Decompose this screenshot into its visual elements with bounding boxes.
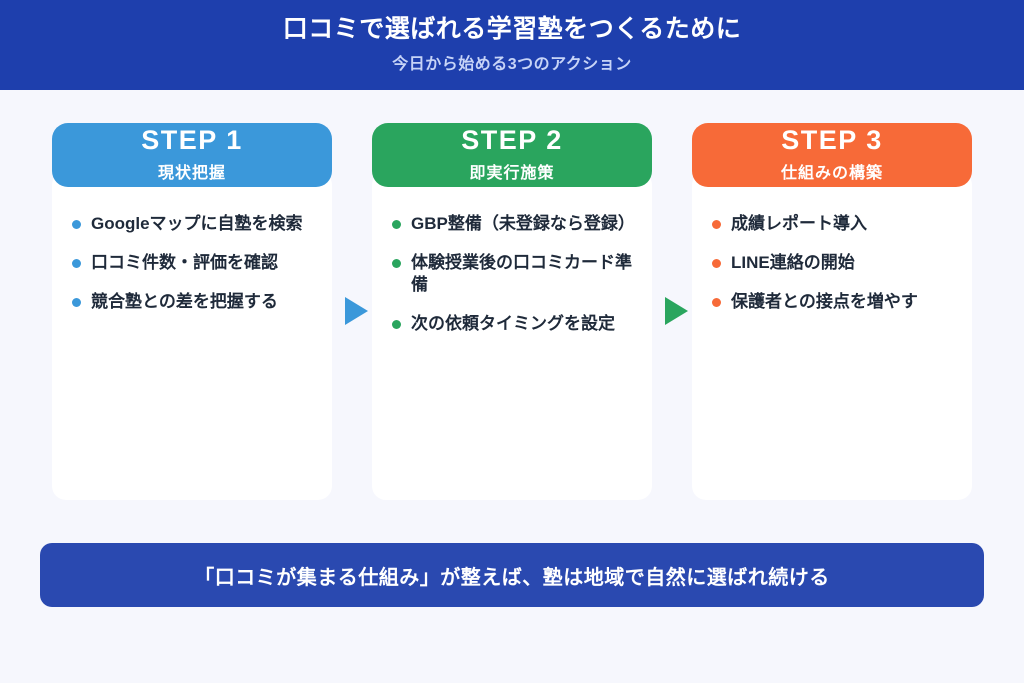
bullet-dot xyxy=(712,259,721,269)
list-item: LINE連絡の開始 xyxy=(712,252,958,274)
list-item: Googleマップに自塾を検索 xyxy=(72,213,318,235)
bullet-dot xyxy=(72,259,81,269)
step-column-1: STEP 1 現状把握 Googleマップに自塾を検索 口コミ件数・評価を確認 xyxy=(52,123,332,500)
step3-bullet-list: 成績レポート導入 LINE連絡の開始 保護者との接点を増やす xyxy=(712,213,958,330)
bullet-text: 体験授業後の口コミカード準備 xyxy=(411,253,632,295)
header-band: 口コミで選ばれる学習塾をつくるために 今日から始める3つのアクション xyxy=(0,0,1024,90)
bullet-dot xyxy=(392,320,401,330)
bullet-text: 成績レポート導入 xyxy=(731,214,867,233)
footer-text: 「口コミが集まる仕組み」が整えば、塾は地域で自然に選ばれ続ける xyxy=(194,566,830,589)
bullet-dot xyxy=(72,220,81,229)
page-subtitle: 今日から始める3つのアクション xyxy=(392,56,632,74)
step1-sublabel: 現状把握 xyxy=(157,165,226,182)
step1-header: STEP 1 現状把握 xyxy=(52,123,332,187)
step-column-2: STEP 2 即実行施策 GBP整備（未登録なら登録） 体験授業後の口コミカード… xyxy=(372,123,652,500)
bullet-text: 競合塾との差を把握する xyxy=(91,292,278,312)
list-item: 口コミ件数・評価を確認 xyxy=(72,252,318,274)
step3-card: 成績レポート導入 LINE連絡の開始 保護者との接点を増やす xyxy=(692,171,972,500)
bullet-dot xyxy=(392,259,401,269)
bullet-text: LINE連絡の開始 xyxy=(731,253,855,273)
bullet-dot xyxy=(712,220,721,229)
bullet-text: Googleマップに自塾を検索 xyxy=(91,214,303,233)
step2-card: GBP整備（未登録なら登録） 体験授業後の口コミカード準備 次の依頼タイミングを… xyxy=(372,171,652,500)
arrow-right-icon xyxy=(665,297,688,325)
list-item: 保護者との接点を増やす xyxy=(712,291,958,313)
step2-sublabel: 即実行施策 xyxy=(469,165,555,182)
arrow-right-icon xyxy=(345,297,368,325)
list-item: 成績レポート導入 xyxy=(712,213,958,235)
bullet-dot xyxy=(72,298,81,308)
footer-banner: 「口コミが集まる仕組み」が整えば、塾は地域で自然に選ばれ続ける xyxy=(40,543,984,607)
step3-label: STEP 3 xyxy=(781,125,883,155)
list-item: GBP整備（未登録なら登録） xyxy=(392,213,638,235)
list-item: 体験授業後の口コミカード準備 xyxy=(392,252,638,296)
step2-label: STEP 2 xyxy=(461,125,563,155)
list-item: 次の依頼タイミングを設定 xyxy=(392,313,638,335)
bullet-dot xyxy=(712,298,721,308)
step3-sublabel: 仕組みの構築 xyxy=(780,165,883,182)
bullet-text: 次の依頼タイミングを設定 xyxy=(411,314,615,334)
page-title: 口コミで選ばれる学習塾をつくるために xyxy=(282,14,742,43)
step3-header: STEP 3 仕組みの構築 xyxy=(692,123,972,187)
step1-bullet-list: Googleマップに自塾を検索 口コミ件数・評価を確認 競合塾との差を把握する xyxy=(72,213,318,330)
steps-row: STEP 1 現状把握 Googleマップに自塾を検索 口コミ件数・評価を確認 xyxy=(0,90,1024,500)
bullet-text: 保護者との接点を増やす xyxy=(731,292,918,312)
list-item: 競合塾との差を把握する xyxy=(72,291,318,313)
step1-card: Googleマップに自塾を検索 口コミ件数・評価を確認 競合塾との差を把握する xyxy=(52,171,332,500)
bullet-text: GBP整備（未登録なら登録） xyxy=(411,214,635,233)
step2-bullet-list: GBP整備（未登録なら登録） 体験授業後の口コミカード準備 次の依頼タイミングを… xyxy=(392,213,638,352)
step1-label: STEP 1 xyxy=(141,125,243,155)
bullet-dot xyxy=(392,220,401,229)
bullet-text: 口コミ件数・評価を確認 xyxy=(91,253,278,273)
step-column-3: STEP 3 仕組みの構築 成績レポート導入 LINE連絡の開始 保護者との接 xyxy=(692,123,972,500)
step2-header: STEP 2 即実行施策 xyxy=(372,123,652,187)
